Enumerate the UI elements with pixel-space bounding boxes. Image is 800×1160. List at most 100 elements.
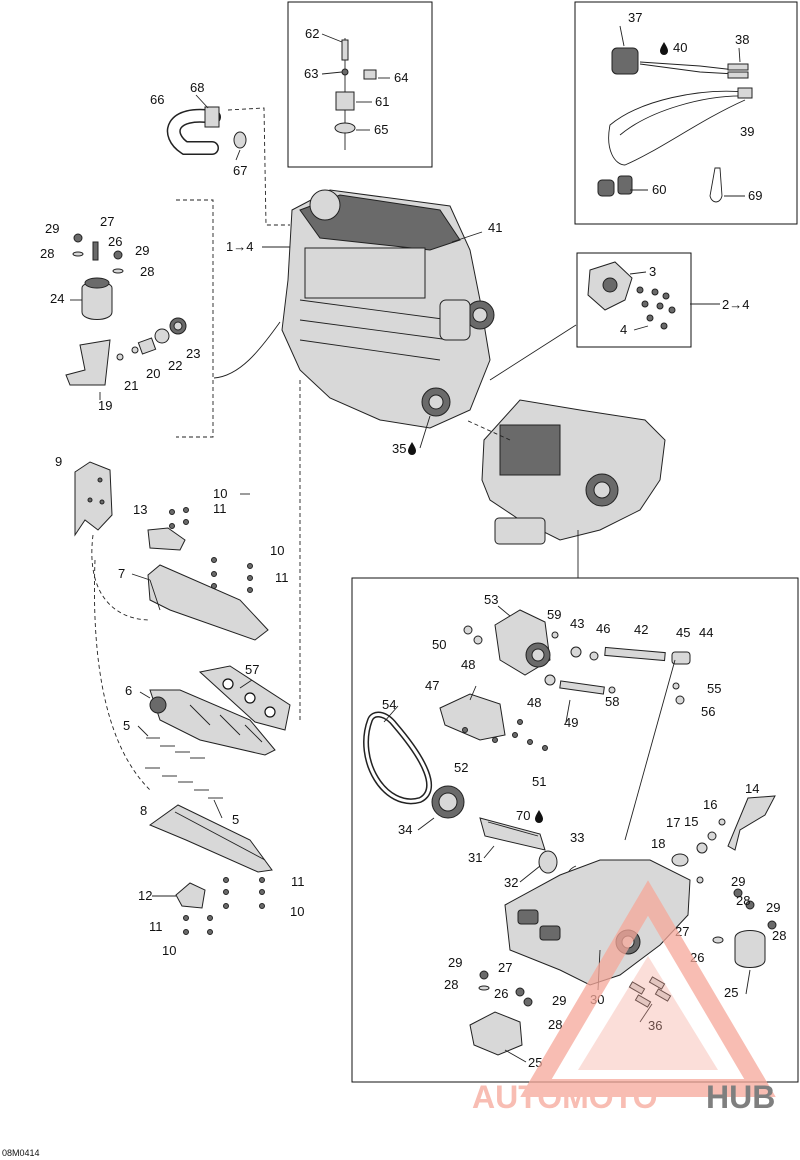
temperature-sensor-assembly [334, 38, 377, 150]
callout: 11 [275, 570, 289, 585]
callout: 35 [392, 441, 406, 456]
callout: 7 [118, 566, 125, 581]
bracket-12 [175, 882, 206, 909]
callout: 48 [527, 695, 541, 710]
callout: 34 [398, 822, 412, 837]
callout: 13 [133, 502, 147, 517]
callout: 28 [772, 928, 786, 943]
callout: 29 [135, 243, 149, 258]
arrow-mount-to-engine [213, 321, 281, 379]
callout: 11 [149, 919, 163, 934]
callout: 4 [620, 322, 627, 337]
callout: 48 [461, 657, 475, 672]
callout: 27 [100, 214, 114, 229]
leader-to-housing [624, 659, 676, 841]
engine-rear-housing [481, 399, 666, 545]
callout: 9 [55, 454, 62, 469]
callout: 53 [484, 592, 498, 607]
callout: 11 [291, 874, 305, 889]
fastener-set-lower [183, 877, 265, 935]
watermark-text-primary: AUTOMOTO [472, 1079, 657, 1115]
bracket-13 [147, 527, 186, 551]
studs-5 [145, 737, 223, 799]
callout: 20 [146, 366, 160, 381]
arrow-to-engine [489, 324, 577, 381]
callout: 69 [748, 188, 762, 203]
callout-leaders [70, 25, 751, 1063]
callout: 10 [290, 904, 304, 919]
drive-belt-54 [363, 711, 432, 805]
callout: 5 [232, 812, 239, 827]
mount-group-bracket [176, 199, 214, 438]
hose-assembly [166, 106, 247, 155]
callout: 21 [124, 378, 138, 393]
hose-leader [227, 107, 290, 226]
callout: 2→4 [722, 297, 749, 312]
callout: 28 [140, 264, 154, 279]
callout: 1→4 [226, 239, 253, 254]
callout: 28 [548, 1017, 562, 1032]
shield-8-leader [94, 559, 151, 791]
callout: 70 [516, 808, 530, 823]
callout: 16 [703, 797, 717, 812]
callout: 3 [649, 264, 656, 279]
callout: 24 [50, 291, 64, 306]
callout-labels: 62 63 64 61 65 66 68 67 37 40 38 39 60 6… [40, 10, 786, 1070]
callout: 55 [707, 681, 721, 696]
callout: 50 [432, 637, 446, 652]
engine-mount-lower-25 [469, 970, 533, 1056]
callout: 25 [724, 985, 738, 1000]
callout: 63 [304, 66, 318, 81]
callout: 10 [213, 486, 227, 501]
callout: 28 [40, 246, 54, 261]
callout: 59 [547, 607, 561, 622]
callout: 23 [186, 346, 200, 361]
callout: 26 [494, 986, 508, 1001]
callout: 44 [699, 625, 713, 640]
callout: 8 [140, 803, 147, 818]
alternator-bracket-47 [439, 693, 548, 751]
oil-drop-icon [660, 42, 668, 55]
callout: 47 [425, 678, 439, 693]
callout: 14 [745, 781, 759, 796]
callout: 37 [628, 10, 642, 25]
callout: 41 [488, 220, 502, 235]
callout: 29 [731, 874, 745, 889]
callout: 31 [468, 850, 482, 865]
sensor-detail-box [287, 1, 433, 168]
engine-block [281, 189, 495, 429]
callout: 66 [150, 92, 164, 107]
callout: 38 [735, 32, 749, 47]
callout: 27 [498, 960, 512, 975]
figure-code: 08M0414 [2, 1148, 40, 1158]
seal-32 [538, 850, 558, 874]
callout: 39 [740, 124, 754, 139]
callout: 29 [45, 221, 59, 236]
callout: 11 [213, 501, 227, 516]
engine-mount-left [65, 233, 187, 386]
callout: 32 [504, 875, 518, 890]
alternator-hardware [463, 625, 691, 705]
callout: 54 [382, 697, 396, 712]
fastener-set-10-11 [169, 507, 253, 593]
exhaust-manifold-6 [149, 689, 276, 756]
leader-41 [451, 231, 483, 243]
callout: 46 [596, 621, 610, 636]
callout: 64 [394, 70, 408, 85]
oil-drop-icon [535, 810, 543, 823]
callout: 17 [666, 815, 680, 830]
thermostat-housing [587, 261, 676, 330]
callout: 28 [736, 893, 750, 908]
callout: 56 [701, 704, 715, 719]
callout: 12 [138, 888, 152, 903]
callout: 68 [190, 80, 204, 95]
oil-drop-icon [408, 442, 416, 455]
studs-36 [628, 976, 672, 1008]
sensor-harness-assembly [597, 47, 753, 203]
callout: 29 [448, 955, 462, 970]
callout: 18 [651, 836, 665, 851]
callout: 15 [684, 814, 698, 829]
callout: 10 [270, 543, 284, 558]
callout: 57 [245, 662, 259, 677]
